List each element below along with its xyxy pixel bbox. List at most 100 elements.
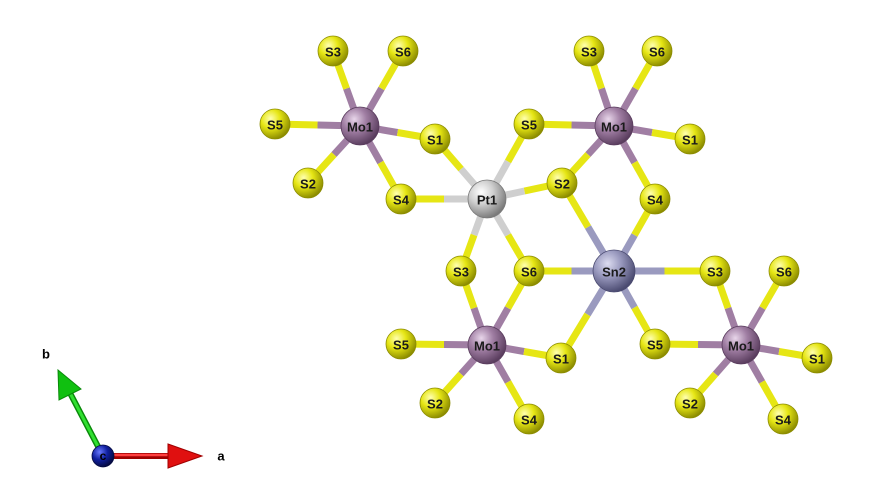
atom-mo1a: Mo1 bbox=[340, 106, 380, 146]
atom-label-s2c: S2 bbox=[427, 397, 443, 412]
atom-s6d: S6 bbox=[768, 255, 800, 287]
b-axis-arrowhead bbox=[57, 368, 82, 401]
atom-s1c: S1 bbox=[545, 342, 577, 374]
atom-mo1d: Mo1 bbox=[721, 325, 761, 365]
atom-sphere-s3c bbox=[445, 255, 477, 287]
atom-sphere-s4c bbox=[513, 403, 545, 435]
atom-label-s4a: S4 bbox=[393, 193, 410, 208]
c-axis-label: c bbox=[100, 449, 107, 463]
atom-label-s4c: S4 bbox=[521, 413, 538, 428]
atom-s5a: S5 bbox=[259, 108, 291, 140]
atom-s4d: S4 bbox=[767, 403, 799, 435]
atom-label-s1c: S1 bbox=[553, 352, 569, 367]
atom-label-s3c: S3 bbox=[453, 265, 469, 280]
atom-s3d: S3 bbox=[699, 255, 731, 287]
atom-sn2: Sn2 bbox=[592, 249, 636, 293]
atom-s3c: S3 bbox=[445, 255, 477, 287]
atom-sphere-s3a bbox=[317, 35, 349, 67]
atom-sphere-s6b bbox=[641, 35, 673, 67]
atom-label-mo1d: Mo1 bbox=[728, 339, 754, 354]
atom-s1b: S1 bbox=[674, 123, 706, 155]
atom-mo1b: Mo1 bbox=[594, 106, 634, 146]
atom-s3a: S3 bbox=[317, 35, 349, 67]
atom-label-pt1: Pt1 bbox=[477, 193, 497, 208]
atom-sphere-s1a bbox=[419, 123, 451, 155]
atom-sphere-s5d bbox=[639, 328, 671, 360]
b-axis-label: b bbox=[42, 347, 50, 362]
atom-sphere-s5a bbox=[259, 108, 291, 140]
atom-s2a: S2 bbox=[292, 167, 324, 199]
atom-label-s5a: S5 bbox=[267, 118, 283, 133]
atom-s4b: S4 bbox=[639, 183, 671, 215]
axes-indicator: a b c bbox=[42, 347, 225, 469]
atom-label-s2a: S2 bbox=[300, 177, 316, 192]
atom-sphere-mo1b bbox=[594, 106, 634, 146]
atom-label-s4b: S4 bbox=[647, 193, 664, 208]
atom-label-s5c: S5 bbox=[393, 338, 409, 353]
atom-sphere-s6a bbox=[387, 35, 419, 67]
atom-label-s3d: S3 bbox=[707, 265, 723, 280]
atom-label-s6a: S6 bbox=[395, 45, 411, 60]
atom-s6c: S6 bbox=[513, 255, 545, 287]
atom-s5c: S5 bbox=[385, 328, 417, 360]
bond-layer bbox=[274, 49, 818, 421]
a-axis-label: a bbox=[217, 449, 225, 464]
atom-s2c: S2 bbox=[419, 387, 451, 419]
atom-label-s6c: S6 bbox=[521, 265, 537, 280]
atom-label-s4d: S4 bbox=[775, 413, 792, 428]
atom-label-s3a: S3 bbox=[325, 45, 341, 60]
atom-label-s6d: S6 bbox=[776, 265, 792, 280]
atom-s6b: S6 bbox=[641, 35, 673, 67]
atom-label-s6b: S6 bbox=[649, 45, 665, 60]
atom-label-s2d: S2 bbox=[682, 397, 698, 412]
atom-sphere-s2b bbox=[546, 167, 578, 199]
c-axis-ball bbox=[91, 444, 115, 468]
atom-label-s2b: S2 bbox=[554, 177, 570, 192]
atom-label-s1d: S1 bbox=[809, 352, 825, 367]
atom-sphere-s1d bbox=[801, 342, 833, 374]
atom-s2d: S2 bbox=[674, 387, 706, 419]
atom-sphere-s6c bbox=[513, 255, 545, 287]
atom-label-mo1b: Mo1 bbox=[601, 120, 627, 135]
atom-sphere-pt1 bbox=[467, 179, 507, 219]
atom-label-s1b: S1 bbox=[682, 133, 698, 148]
atom-pt1: Pt1 bbox=[467, 179, 507, 219]
atom-mo1c: Mo1 bbox=[467, 325, 507, 365]
atom-sphere-mo1d bbox=[721, 325, 761, 365]
atom-sphere-s4a bbox=[385, 183, 417, 215]
atom-label-sn2: Sn2 bbox=[602, 265, 626, 280]
atom-sphere-s1b bbox=[674, 123, 706, 155]
atom-sphere-mo1a bbox=[340, 106, 380, 146]
atom-sphere-s6d bbox=[768, 255, 800, 287]
a-axis-arrowhead bbox=[167, 443, 204, 469]
b-axis-shaft-highlight bbox=[68, 391, 105, 458]
atom-s3b: S3 bbox=[573, 35, 605, 67]
atom-s1d: S1 bbox=[801, 342, 833, 374]
atom-s1a: S1 bbox=[419, 123, 451, 155]
atom-s5d: S5 bbox=[639, 328, 671, 360]
atom-label-s5d: S5 bbox=[647, 338, 663, 353]
atom-label-s3b: S3 bbox=[581, 45, 597, 60]
atom-sphere-s5c bbox=[385, 328, 417, 360]
atom-label-mo1a: Mo1 bbox=[347, 120, 373, 135]
atom-sphere-sn2 bbox=[592, 249, 636, 293]
atom-sphere-s2a bbox=[292, 167, 324, 199]
atom-sphere-s1c bbox=[545, 342, 577, 374]
atom-label-mo1c: Mo1 bbox=[474, 339, 500, 354]
atom-sphere-s3b bbox=[573, 35, 605, 67]
atom-sphere-s3d bbox=[699, 255, 731, 287]
atom-label-s1a: S1 bbox=[427, 133, 443, 148]
atom-s6a: S6 bbox=[387, 35, 419, 67]
atom-sphere-mo1c bbox=[467, 325, 507, 365]
atom-label-s5b: S5 bbox=[521, 118, 537, 133]
atom-sphere-s4d bbox=[767, 403, 799, 435]
atom-s4a: S4 bbox=[385, 183, 417, 215]
atom-sphere-s4b bbox=[639, 183, 671, 215]
atom-s5b: S5 bbox=[513, 108, 545, 140]
atom-sphere-s5b bbox=[513, 108, 545, 140]
atom-s4c: S4 bbox=[513, 403, 545, 435]
atom-sphere-s2c bbox=[419, 387, 451, 419]
atom-s2b: S2 bbox=[546, 167, 578, 199]
